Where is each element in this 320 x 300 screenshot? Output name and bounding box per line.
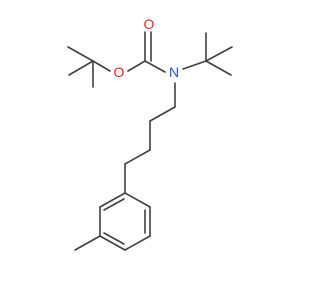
- bond-chain-3: [124, 149, 151, 165]
- bond-carbonyl-carbon-to-nitrogen: [144, 60, 166, 73]
- ring-bond-6-inner: [103, 198, 125, 211]
- bond-n-tbu-methyl-down: [205, 60, 232, 76]
- bond-tbu-c-methyl-top: [67, 46, 94, 62]
- meta-tolyl-ring: [74, 192, 151, 251]
- ring-bond-4-inner: [103, 232, 125, 245]
- ring-bond-1: [124, 192, 151, 208]
- ring-bond-4: [99, 235, 126, 251]
- ester-tert-butyl-group: [67, 46, 111, 88]
- nitrogen-label: N: [169, 64, 179, 80]
- bond-tbu-c-to-ester-oxygen: [92, 60, 111, 72]
- carbonyl-oxygen-label: O: [144, 16, 155, 32]
- butyl-chain: [124, 82, 176, 194]
- bond-ring-to-methyl: [74, 235, 101, 251]
- nitrogen-tert-butyl-group: [182, 32, 233, 76]
- bond-ester-oxygen-to-carbonyl-carbon: [127, 60, 146, 72]
- bond-n-tbu-methyl-right: [205, 46, 233, 62]
- bond-nitrogen-to-tbu-c: [182, 60, 207, 70]
- ring-bond-6: [99, 192, 126, 208]
- ring-bond-3: [124, 235, 151, 251]
- molecule-structure-diagram: O O N: [67, 16, 233, 251]
- ester-oxygen-label: O: [114, 64, 125, 80]
- carbamate-group: [127, 31, 166, 73]
- bond-tbu-c-methyl-left: [68, 60, 94, 76]
- bond-chain-1: [149, 106, 176, 122]
